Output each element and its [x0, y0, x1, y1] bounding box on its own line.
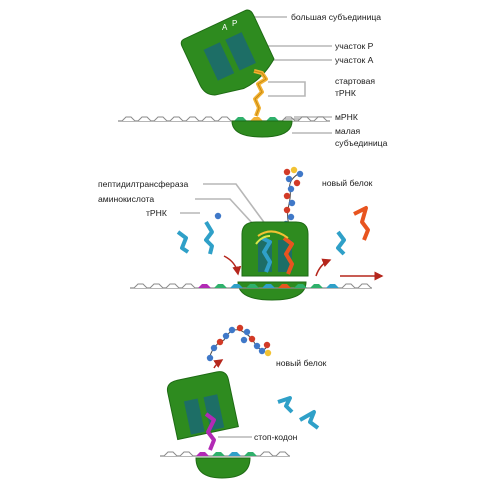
label-stop-codon: стоп-кодон	[254, 432, 298, 442]
mrna-strand-3	[160, 451, 290, 457]
small-subunit	[231, 120, 293, 138]
label-large-subunit: большая субъединица	[291, 12, 382, 22]
movement-arrows-2	[223, 255, 384, 281]
trna-leaving	[336, 206, 370, 256]
site-letter-p: P	[232, 19, 237, 28]
stage-3-termination	[160, 324, 320, 479]
label-site-p: участок P	[335, 41, 374, 51]
label-start-trna-line1: стартовая	[335, 76, 376, 86]
site-letter-a: A	[222, 23, 228, 32]
mrna-strand-2	[130, 283, 372, 289]
small-subunit-3	[195, 457, 251, 479]
label-small-subunit-line2: субъединица	[335, 138, 388, 148]
site-a-slot	[225, 32, 256, 71]
label-mrna: мРНК	[335, 112, 358, 122]
label-start-trna-line2: тРНК	[335, 88, 356, 98]
site-p-slot	[203, 42, 235, 81]
mrna-strand-1	[118, 116, 330, 122]
label-small-subunit-line1: малая	[335, 126, 361, 136]
label-site-a: участок A	[335, 55, 374, 65]
trna-incoming	[176, 212, 222, 255]
stage-2-elongation	[130, 166, 384, 301]
large-subunit	[180, 9, 275, 96]
new-protein-chain-3	[206, 324, 272, 362]
trna-a-site	[282, 236, 294, 275]
free-trnas-3	[277, 396, 320, 430]
release-factor	[204, 412, 216, 451]
label-amino-acid: аминокислота	[98, 194, 155, 204]
large-subunit-3	[166, 371, 239, 441]
label-new-protein-3: новый белок	[276, 358, 327, 368]
stage-1-initiation: A P	[118, 9, 332, 138]
label-trna: тРНК	[146, 208, 167, 218]
label-peptidyltransferase: пептидилтрансфераза	[98, 179, 189, 189]
trna-p-site	[261, 236, 272, 273]
label-new-protein-2: новый белок	[322, 178, 373, 188]
release-arrow	[213, 359, 224, 369]
